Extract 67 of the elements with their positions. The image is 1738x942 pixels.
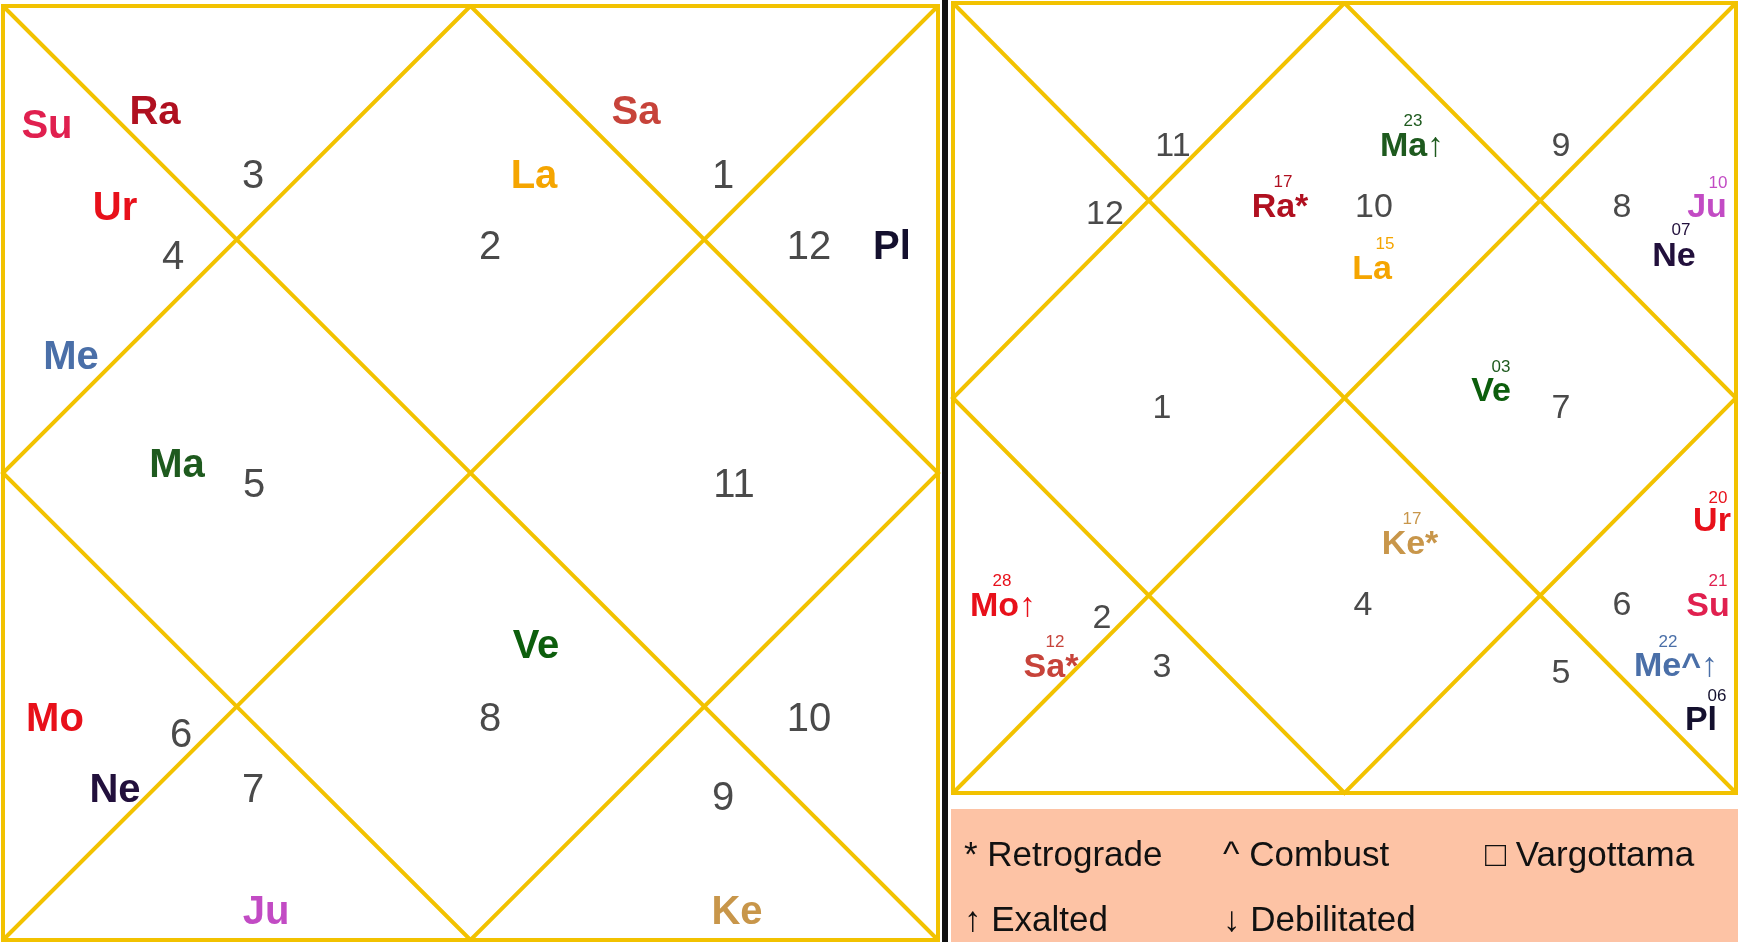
legend-entry: ↑ Exalted bbox=[964, 900, 1108, 936]
planet-label: Mo bbox=[26, 697, 84, 737]
planet-label: Sa bbox=[611, 90, 661, 130]
planet-label: Ma↑ bbox=[1379, 127, 1445, 161]
house-number: 1 bbox=[711, 154, 735, 194]
house-number: 11 bbox=[1155, 127, 1191, 161]
planet-label: Ne bbox=[89, 768, 141, 808]
degree-label: 10 bbox=[1708, 173, 1728, 191]
planet-label: Ra* bbox=[1251, 188, 1309, 222]
planet-label: Ju bbox=[1687, 188, 1727, 222]
degree-label: 12 bbox=[1045, 632, 1065, 650]
legend-entry: * Retrograde bbox=[964, 835, 1163, 871]
planet-label: La bbox=[510, 154, 558, 194]
house-number: 7 bbox=[1551, 389, 1571, 423]
planet-label: Pl bbox=[1684, 701, 1718, 735]
degree-label: 28 bbox=[992, 571, 1012, 589]
house-number: 7 bbox=[241, 768, 265, 808]
planet-label: Ma bbox=[149, 443, 205, 483]
house-number: 4 bbox=[1353, 586, 1373, 620]
house-number: 9 bbox=[1551, 127, 1571, 161]
house-number: 5 bbox=[1551, 654, 1571, 688]
planet-label: Ke* bbox=[1381, 525, 1439, 559]
planet-label: Sa* bbox=[1023, 648, 1079, 682]
house-number: 2 bbox=[478, 225, 502, 265]
house-number: 9 bbox=[711, 776, 735, 816]
planet-label: Me bbox=[43, 335, 99, 375]
planet-label: Ra bbox=[129, 90, 181, 130]
house-number: 3 bbox=[241, 154, 265, 194]
planet-label: Ur bbox=[92, 186, 138, 226]
house-number: 5 bbox=[242, 463, 266, 503]
planet-label: Ke bbox=[711, 890, 763, 930]
degree-label: 17 bbox=[1273, 172, 1293, 190]
house-number: 3 bbox=[1152, 648, 1172, 682]
legend-entry: ↓ Debilitated bbox=[1223, 900, 1416, 936]
degree-label: 03 bbox=[1491, 357, 1511, 375]
house-number: 1 bbox=[1152, 389, 1172, 423]
planet-label: Ne bbox=[1652, 237, 1696, 271]
degree-label: 21 bbox=[1708, 571, 1728, 589]
house-number: 8 bbox=[478, 697, 502, 737]
planet-label: Ve bbox=[512, 624, 560, 664]
planet-label: Su bbox=[21, 104, 73, 144]
house-number: 10 bbox=[786, 697, 832, 737]
house-number: 6 bbox=[1612, 586, 1632, 620]
legend-panel bbox=[951, 809, 1738, 942]
house-number: 10 bbox=[1355, 188, 1393, 222]
degree-label: 22 bbox=[1658, 632, 1678, 650]
degree-label: 15 bbox=[1375, 234, 1395, 252]
degree-label: 17 bbox=[1402, 509, 1422, 527]
house-number: 12 bbox=[1086, 195, 1124, 229]
degree-label: 07 bbox=[1671, 220, 1691, 238]
planet-label: La bbox=[1352, 250, 1392, 284]
planet-label: Ju bbox=[242, 890, 290, 930]
planet-label: Pl bbox=[873, 225, 911, 265]
planet-label: Ve bbox=[1471, 372, 1511, 406]
legend-entry: □ Vargottama bbox=[1485, 835, 1695, 871]
degree-label: 23 bbox=[1403, 111, 1423, 129]
planet-label: Mo↑ bbox=[969, 587, 1037, 621]
legend-entry: ^ Combust bbox=[1223, 835, 1390, 871]
house-number: 6 bbox=[169, 713, 193, 753]
house-number: 11 bbox=[713, 463, 755, 503]
degree-label: 06 bbox=[1707, 686, 1727, 704]
planet-label: Su bbox=[1686, 587, 1730, 621]
planet-label: Me^↑ bbox=[1633, 647, 1719, 681]
house-number: 2 bbox=[1092, 599, 1112, 633]
house-number: 8 bbox=[1612, 188, 1632, 222]
house-number: 12 bbox=[786, 225, 832, 265]
house-number: 4 bbox=[161, 235, 185, 275]
